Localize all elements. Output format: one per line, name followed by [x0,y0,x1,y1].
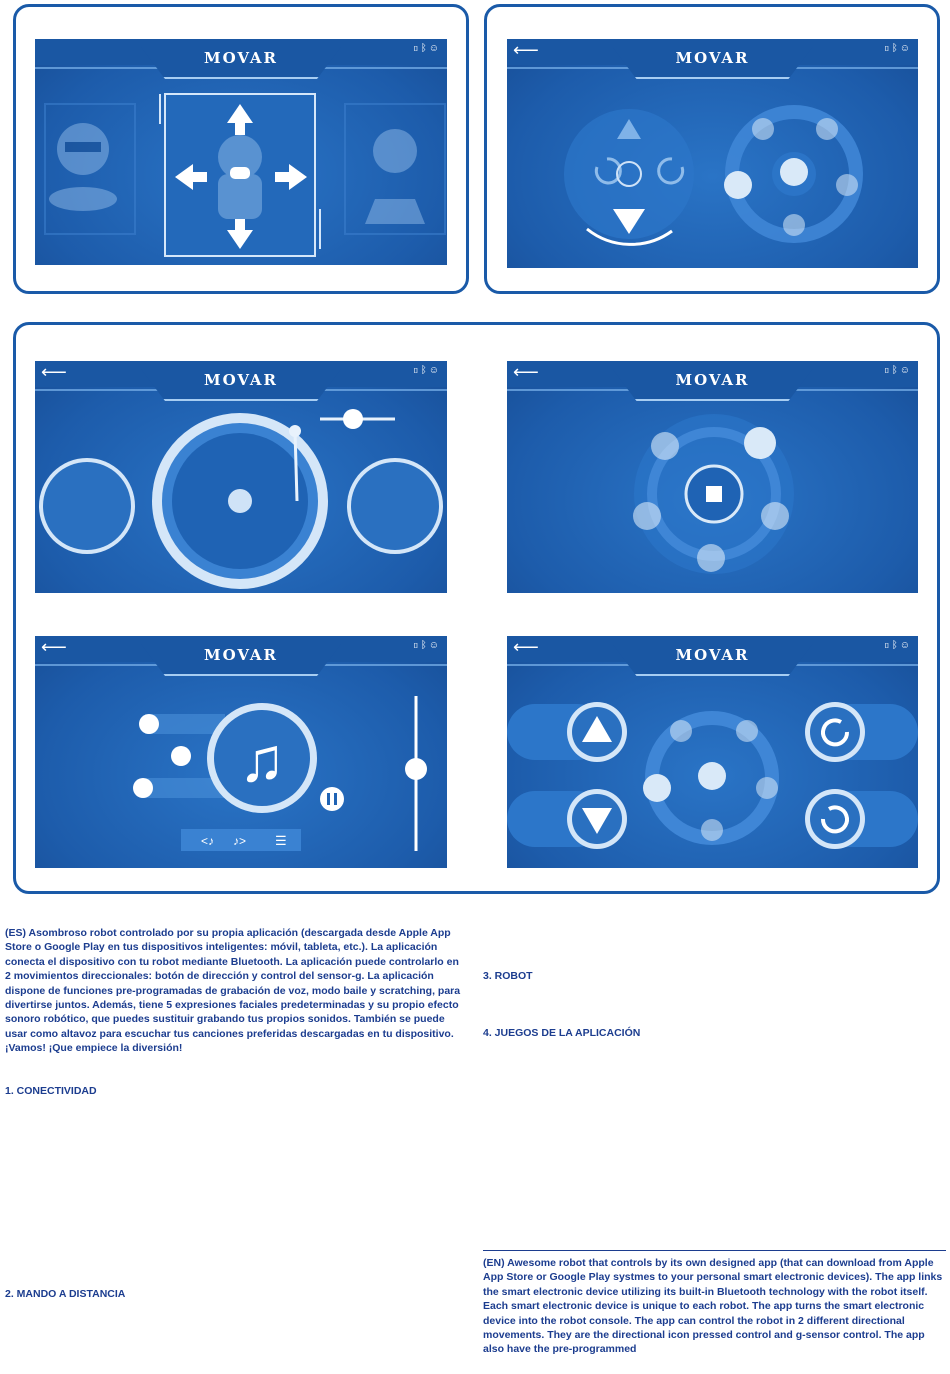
status-icons: ▯ᛒ☺ [413,365,441,376]
bluetooth-icon: ᛒ [420,43,429,54]
phone-icon: ▯ [412,43,421,54]
pause-button[interactable] [320,787,344,811]
app-title: MOVAR [675,646,750,664]
arrow-left-icon [175,164,207,190]
svg-text:♫: ♫ [239,726,286,795]
screen-remote: MOVAR ⟵ ▯ᛒ☺ [507,39,918,268]
arrow-down-icon [227,219,253,249]
robot-silhouette-icon [218,135,262,219]
status-icons: ▯ᛒ☺ [884,640,912,651]
back-arrow-icon[interactable]: ⟵ [513,40,539,60]
face-icons [724,118,858,236]
app-title: MOVAR [204,646,278,664]
heading-remote: 2. MANDO A DISTANCIA [5,1288,126,1300]
rotate-right-button[interactable] [805,702,865,762]
rotate-left-icon [594,157,622,185]
robot-icon: ☺ [899,640,912,651]
robot-icon: ☺ [899,43,912,54]
text-en: (EN) Awesome robot that controls by its … [483,1257,943,1356]
phone-icon: ▯ [412,365,421,376]
playback-controls: <♪ ♪> ☰ [181,829,301,851]
speaker-left-icon [39,458,135,554]
rotate-right-icon [657,157,685,185]
arrow-right-icon [275,164,307,190]
bluetooth-icon: ᛒ [420,365,429,376]
back-arrow-icon[interactable]: ⟵ [41,362,67,382]
robot-icon: ☺ [899,365,912,376]
tonearm-icon [289,425,301,502]
prev-track-icon: <♪ [201,834,214,848]
back-arrow-icon[interactable]: ⟵ [513,637,539,657]
rotate-left-button[interactable] [805,789,865,849]
move-forward-button[interactable] [567,702,627,762]
app-title: MOVAR [675,371,750,389]
robot-icon: ☺ [428,640,441,651]
status-icons: ▯ᛒ☺ [884,365,912,376]
robot-icon: ☺ [428,43,441,54]
screen-expressions: MOVAR ⟵ ▯ᛒ☺ [507,361,918,593]
app-title: MOVAR [675,49,750,67]
bluetooth-icon: ᛒ [891,640,900,651]
volume-slider[interactable] [405,696,427,851]
bluetooth-icon: ᛒ [420,640,429,651]
next-track-icon: ♪> [233,834,246,848]
status-icons: ▯ᛒ☺ [413,43,441,54]
move-backward-button[interactable] [567,789,627,849]
status-icons: ▯ᛒ☺ [884,43,912,54]
app-title: MOVAR [204,371,278,389]
robot-base-icon [365,129,425,224]
robot-icon: ☺ [428,365,441,376]
face-icons [643,720,778,841]
back-arrow-icon[interactable]: ⟵ [513,362,539,382]
screen-music: MOVAR ⟵ ▯ᛒ☺ ♫ <♪ ♪> ☰ [35,636,447,868]
playlist-icon: ☰ [275,833,287,848]
screen-connectivity: MOVAR ▯ᛒ☺ [35,39,447,265]
gsensor-icon [616,161,642,187]
back-arrow-icon[interactable]: ⟵ [41,637,67,657]
bluetooth-icon: ᛒ [891,43,900,54]
speaker-right-icon [347,458,443,554]
screen-direction-faces: MOVAR ⟵ ▯ᛒ☺ [507,636,918,868]
phone-icon: ▯ [883,365,892,376]
phone-icon: ▯ [883,43,892,54]
status-icons: ▯ᛒ☺ [413,640,441,651]
arrow-up-icon [227,104,253,135]
dj-robot-icon [49,123,117,211]
track-list [133,714,225,798]
bluetooth-icon: ᛒ [891,365,900,376]
phone-icon: ▯ [883,640,892,651]
pitch-slider[interactable] [320,409,395,429]
phone-icon: ▯ [412,640,421,651]
face-icons [633,427,789,572]
divider [483,1250,946,1251]
heading-robot: 3. ROBOT [483,970,533,982]
text-es: (ES) Asombroso robot controlado por su p… [5,927,461,1055]
screen-turntable: MOVAR ⟵ ▯ᛒ☺ [35,361,447,593]
stop-button[interactable] [684,464,744,524]
turntable-icon [152,413,328,589]
heading-connectivity: 1. CONECTIVIDAD [5,1085,97,1097]
gamepad-icon [230,167,250,179]
app-title: MOVAR [204,49,278,67]
heading-app-games: 4. JUEGOS DE LA APLICACIÓN [483,1027,641,1039]
music-note-icon: ♫ [207,703,317,813]
direction-down-icon[interactable] [613,209,645,234]
direction-up-icon [617,119,641,139]
